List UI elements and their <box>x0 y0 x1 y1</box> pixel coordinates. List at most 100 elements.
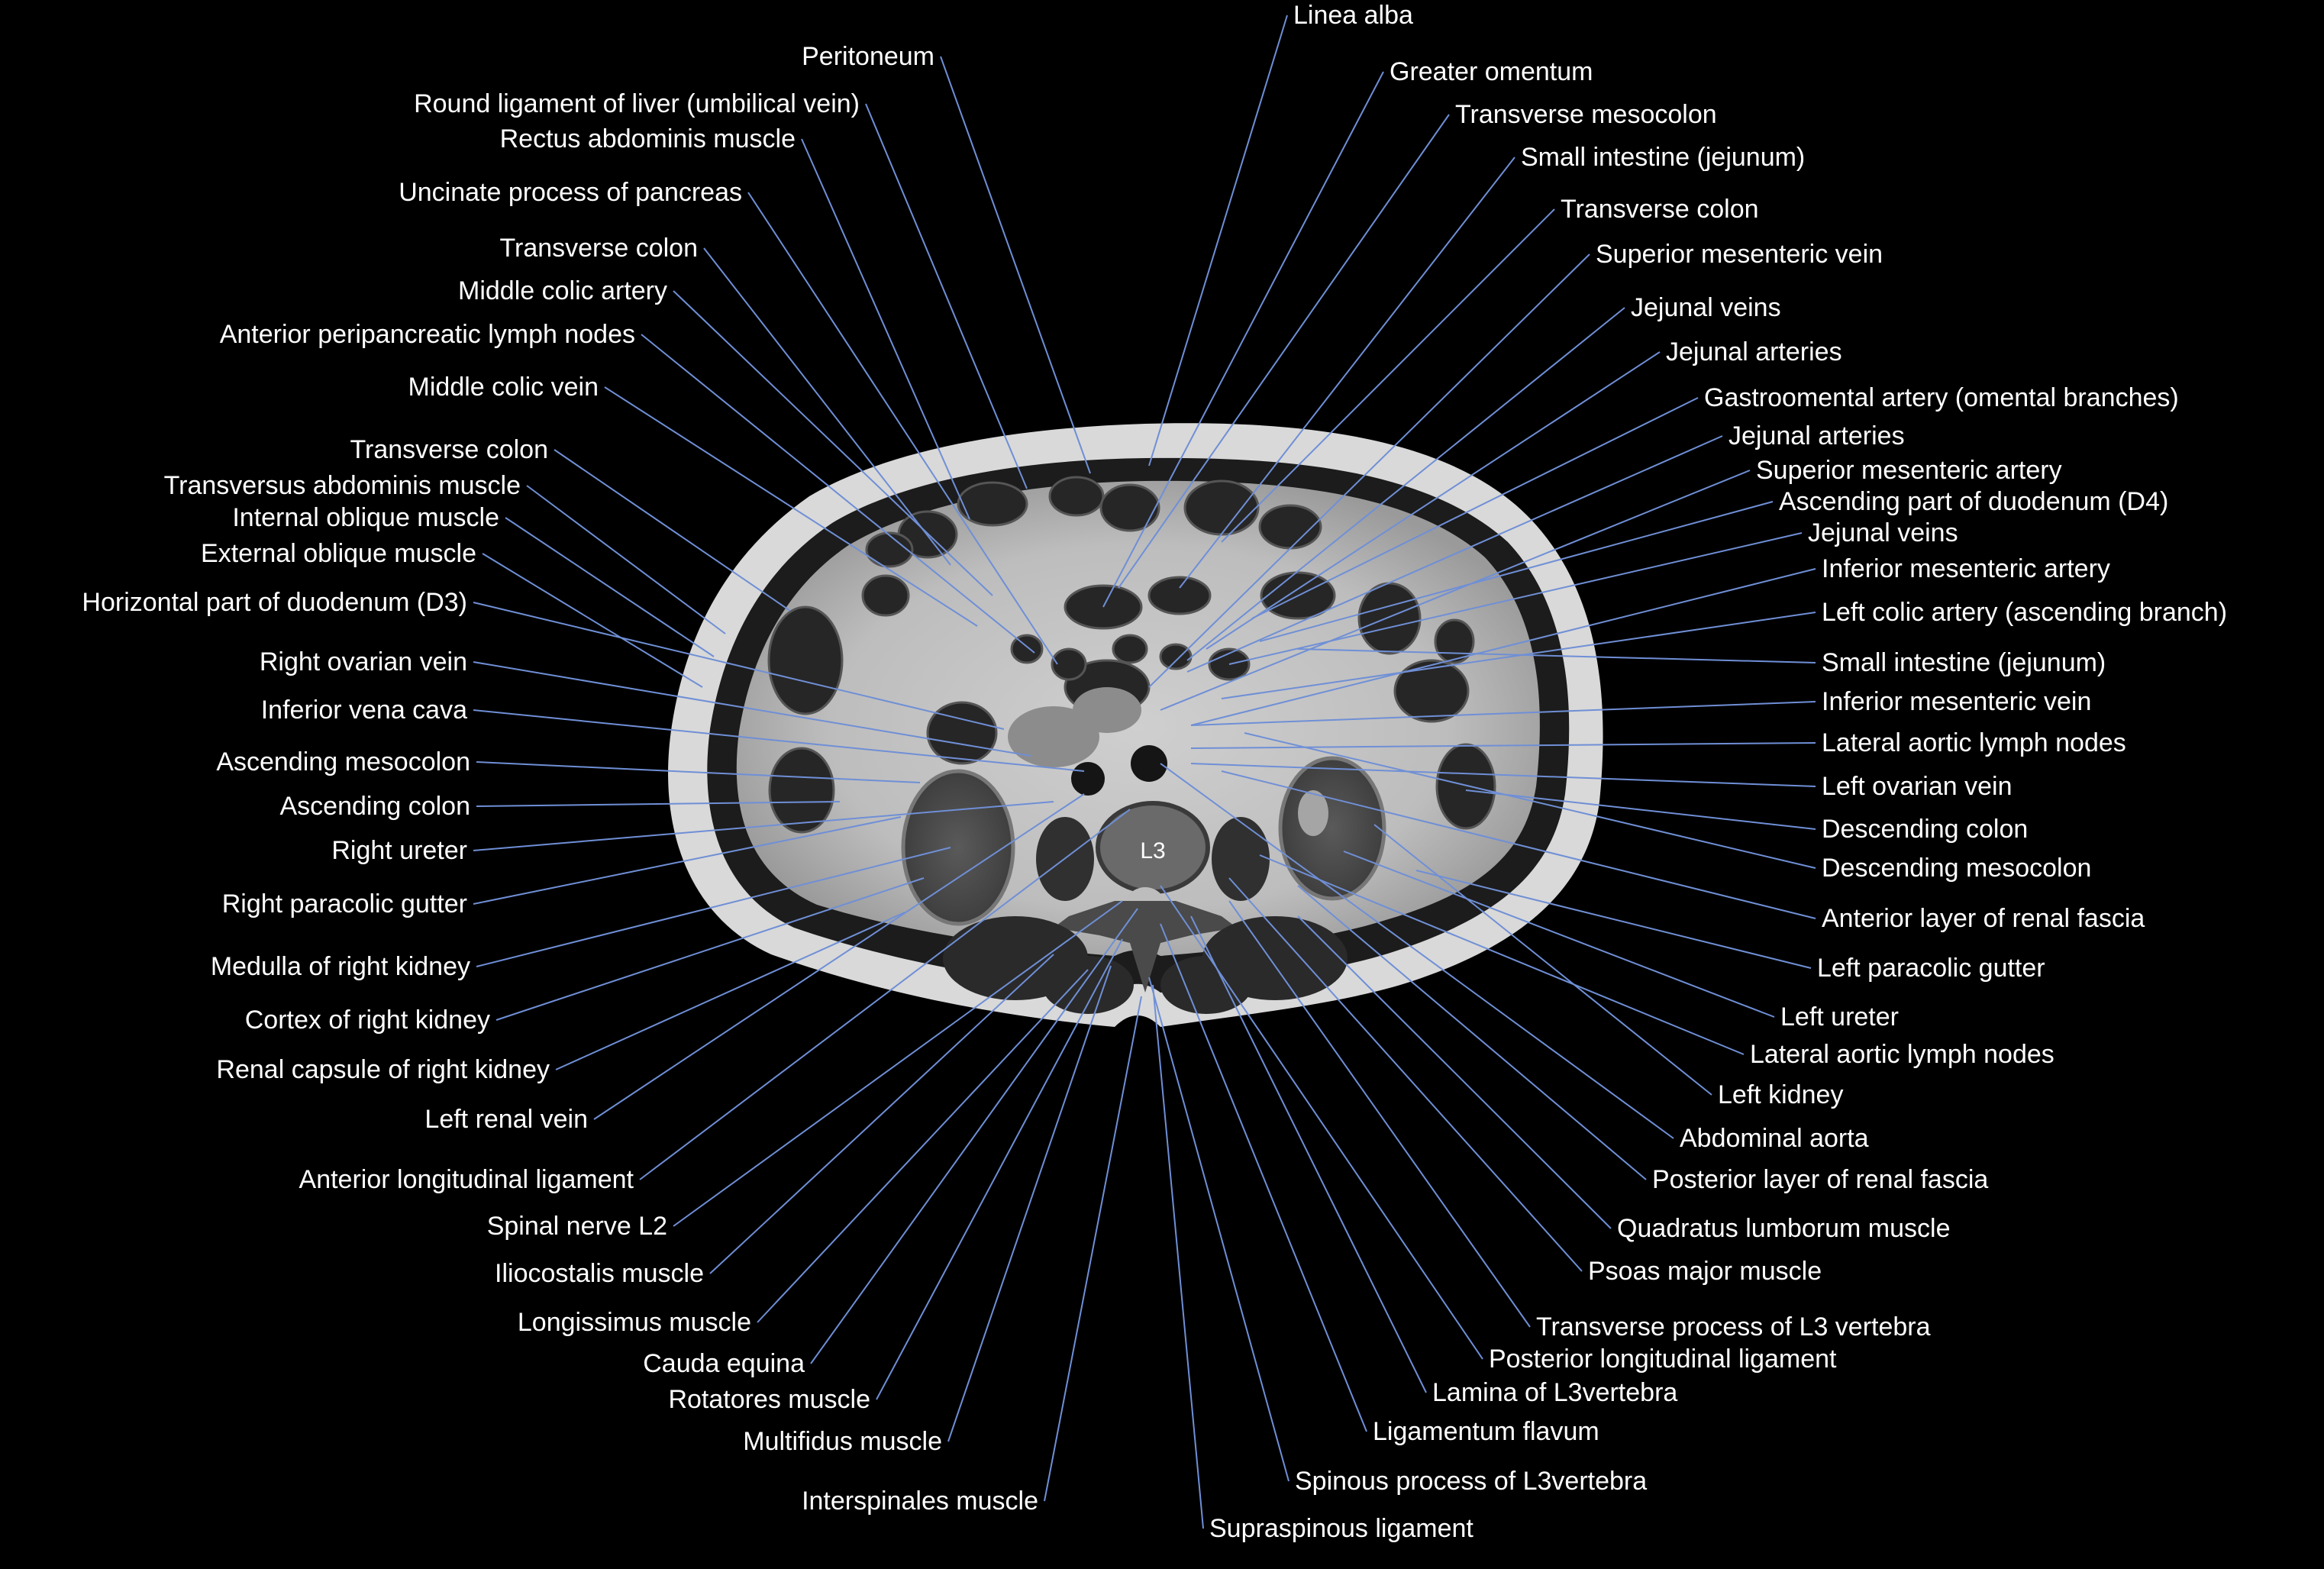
leader-line-left-30 <box>1044 996 1142 1502</box>
leader-line-right-21 <box>1221 770 1816 919</box>
leader-line-left-18 <box>473 816 902 905</box>
label-left-3: Uncinate process of pancreas <box>399 178 742 207</box>
label-left-0: Peritoneum <box>802 42 934 71</box>
label-right-0: Linea alba <box>1293 1 1413 30</box>
label-left-16: Ascending colon <box>279 792 470 821</box>
label-left-23: Anterior longitudinal ligament <box>299 1165 634 1194</box>
abdominal-aorta <box>1131 745 1167 782</box>
leader-line-right-6 <box>1186 307 1625 661</box>
label-right-14: Left colic artery (ascending branch) <box>1822 598 2228 627</box>
leader-line-right-1 <box>1102 71 1384 608</box>
label-right-11: Ascending part of duodenum (D4) <box>1779 487 2169 516</box>
leader-lines <box>473 15 1816 1529</box>
label-right-2: Transverse mesocolon <box>1455 100 1717 129</box>
leader-line-right-7 <box>1206 351 1661 650</box>
leader-line-right-9 <box>1186 435 1723 673</box>
leader-line-right-19 <box>1465 789 1816 830</box>
label-right-32: Lamina of L3vertebra <box>1432 1378 1678 1407</box>
vertebra-label: L3 <box>1140 838 1165 864</box>
label-left-10: Internal oblique muscle <box>232 503 499 532</box>
label-right-5: Superior mesenteric vein <box>1596 240 1883 269</box>
label-left-13: Right ovarian vein <box>259 647 467 676</box>
label-right-24: Lateral aortic lymph nodes <box>1750 1040 2054 1069</box>
leader-line-left-28 <box>876 938 1123 1400</box>
leader-line-left-22 <box>593 793 1085 1120</box>
label-left-11: External oblique muscle <box>201 539 476 568</box>
leader-line-left-16 <box>476 801 841 807</box>
label-left-7: Middle colic vein <box>408 373 599 402</box>
label-left-12: Horizontal part of duodenum (D3) <box>82 588 467 617</box>
label-left-19: Medulla of right kidney <box>210 952 470 981</box>
leader-line-right-17 <box>1190 742 1816 749</box>
leader-line-right-13 <box>1190 568 1816 726</box>
leader-line-left-2 <box>801 138 970 520</box>
label-left-8: Transverse colon <box>350 435 548 464</box>
leader-line-left-15 <box>476 761 921 783</box>
label-left-22: Left renal vein <box>424 1105 588 1134</box>
label-right-33: Ligamentum flavum <box>1373 1417 1599 1446</box>
label-left-5: Middle colic artery <box>458 276 667 305</box>
leader-line-right-4 <box>1221 208 1555 543</box>
label-right-12: Jejunal veins <box>1808 518 1958 547</box>
label-left-6: Anterior peripancreatic lymph nodes <box>219 320 635 349</box>
leader-line-right-11 <box>1259 501 1774 642</box>
label-left-4: Transverse colon <box>499 234 698 263</box>
label-left-29: Multifidus muscle <box>743 1427 942 1456</box>
leader-line-right-24 <box>1259 854 1745 1055</box>
leader-line-left-0 <box>940 56 1091 474</box>
label-right-21: Anterior layer of renal fascia <box>1822 904 2145 933</box>
leader-line-right-3 <box>1179 157 1515 589</box>
leader-line-right-26 <box>1160 763 1674 1139</box>
label-right-35: Supraspinous ligament <box>1209 1514 1473 1543</box>
leader-line-right-12 <box>1228 532 1803 665</box>
label-left-24: Spinal nerve L2 <box>486 1212 667 1241</box>
label-left-1: Round ligament of liver (umbilical vein) <box>414 89 860 118</box>
leader-line-right-20 <box>1244 732 1816 869</box>
leader-line-right-28 <box>1297 915 1612 1229</box>
label-right-26: Abdominal aorta <box>1680 1124 1869 1153</box>
leader-line-left-10 <box>505 517 715 657</box>
leader-line-left-1 <box>865 103 1028 489</box>
leader-line-left-11 <box>482 553 703 688</box>
inferior-vena-cava <box>1071 762 1105 796</box>
leader-line-right-34 <box>1148 977 1289 1482</box>
leader-line-left-27 <box>810 908 1138 1364</box>
posterior-vertebral-elements <box>1054 901 1237 993</box>
leader-line-left-7 <box>604 386 978 627</box>
label-left-9: Transversus abdominis muscle <box>163 471 521 500</box>
leader-line-left-26 <box>757 969 1089 1323</box>
label-left-14: Inferior vena cava <box>260 696 467 725</box>
label-left-17: Right ureter <box>331 836 467 865</box>
label-right-8: Gastroomental artery (omental branches) <box>1704 383 2179 412</box>
left-kidney-hilum <box>1298 790 1328 836</box>
label-right-19: Descending colon <box>1822 815 2029 844</box>
label-left-2: Rectus abdominis muscle <box>499 124 796 153</box>
label-right-27: Posterior layer of renal fascia <box>1652 1165 1989 1194</box>
leader-line-left-8 <box>554 449 791 612</box>
label-right-30: Transverse process of L3 vertebra <box>1536 1312 1931 1341</box>
leader-line-right-29 <box>1228 877 1583 1272</box>
leader-line-left-12 <box>473 602 1005 730</box>
leader-line-left-14 <box>473 709 1085 772</box>
label-left-15: Ascending mesocolon <box>216 747 470 776</box>
label-right-4: Transverse colon <box>1561 195 1759 224</box>
label-right-18: Left ovarian vein <box>1822 772 2013 801</box>
leader-line-left-29 <box>947 965 1112 1442</box>
leader-line-right-5 <box>1148 253 1590 688</box>
leader-line-left-3 <box>747 192 1058 665</box>
left-kidney <box>1278 756 1386 901</box>
label-left-26: Longissimus muscle <box>517 1308 751 1337</box>
label-left-27: Cauda equina <box>643 1349 805 1378</box>
leader-line-right-30 <box>1228 900 1531 1328</box>
label-right-3: Small intestine (jejunum) <box>1521 143 1806 172</box>
label-right-22: Left paracolic gutter <box>1817 954 2045 983</box>
label-left-21: Renal capsule of right kidney <box>216 1055 550 1084</box>
leader-line-right-32 <box>1190 915 1427 1393</box>
leader-line-left-6 <box>641 334 1035 654</box>
leader-line-left-23 <box>639 809 1131 1180</box>
leader-line-right-22 <box>1415 870 1812 969</box>
leader-line-right-8 <box>1251 397 1699 619</box>
leader-line-right-18 <box>1190 763 1816 787</box>
label-left-25: Iliocostalis muscle <box>495 1259 704 1288</box>
